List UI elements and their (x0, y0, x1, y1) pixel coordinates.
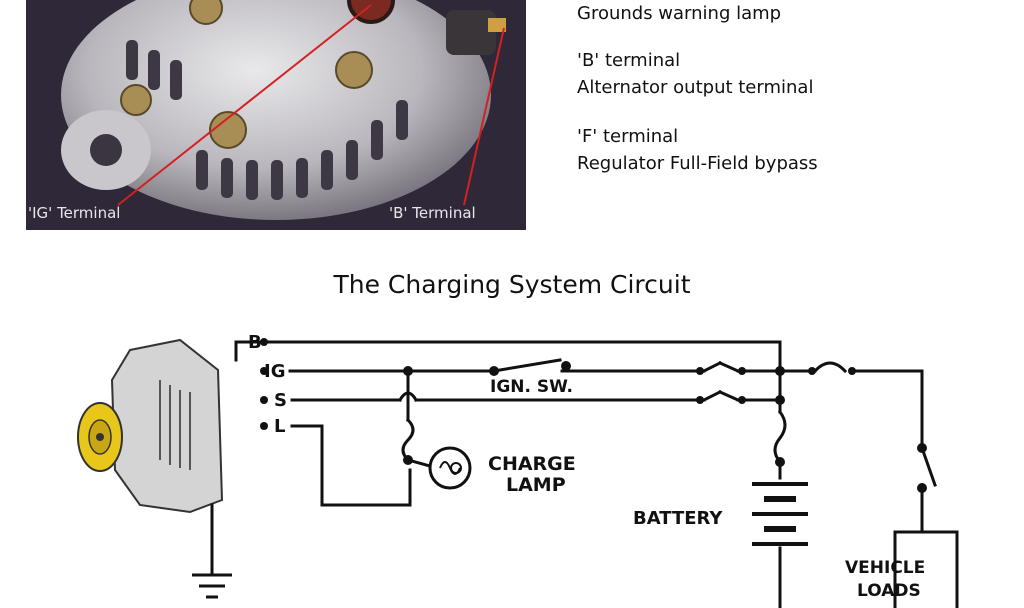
vehicle-loads-box (893, 530, 959, 608)
f-terminal-title: 'F' terminal (577, 126, 679, 147)
b-terminal-label: 'B' Terminal (389, 204, 476, 222)
ignition-switch-label: IGN. SW. (490, 377, 573, 397)
charge-lamp-label-line1: CHARGE (488, 453, 576, 475)
f-terminal-description: Regulator Full-Field bypass (577, 153, 818, 174)
ig-terminal-label: 'IG' Terminal (28, 204, 121, 222)
battery-label: BATTERY (633, 508, 723, 529)
b-terminal-title: 'B' terminal (577, 50, 681, 71)
charge-lamp-label-line2: LAMP (506, 474, 566, 496)
junction-dots (260, 338, 927, 493)
battery-icon (752, 482, 808, 546)
diagram-title: The Charging System Circuit (333, 270, 691, 299)
terminal-l-label: L (274, 416, 285, 437)
ground-icon (192, 573, 232, 599)
vehicle-loads-label-line1: VEHICLE (845, 558, 925, 578)
vehicle-loads-label-line2: LOADS (857, 581, 921, 601)
charge-lamp-icon (428, 446, 472, 490)
terminal-ig-label: IG (264, 361, 285, 382)
terminal-s-label: S (274, 390, 287, 411)
terminal-b-label: B (248, 332, 262, 353)
alternator-photo-illustration (61, 0, 506, 220)
warning-lamp-note: Grounds warning lamp (577, 3, 782, 24)
b-terminal-description: Alternator output terminal (577, 77, 814, 98)
alternator-photo: 'IG' Terminal 'B' Terminal (26, 0, 526, 230)
alternator-icon (77, 338, 224, 514)
